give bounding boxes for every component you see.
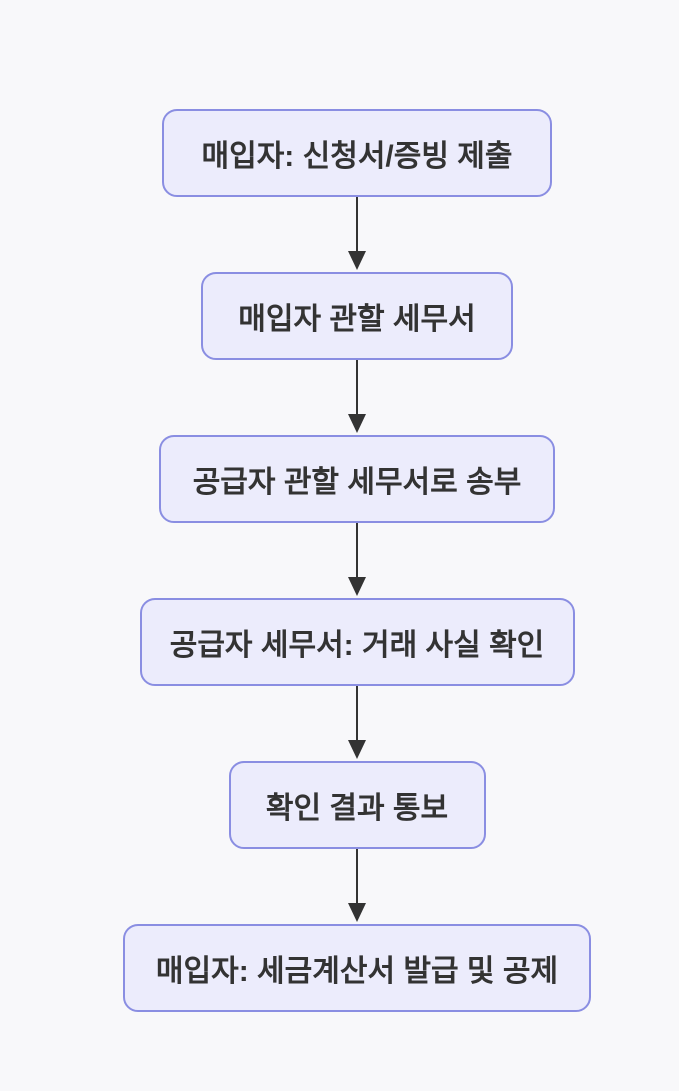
flow-node-buyer-tax-office: 매입자 관할 세무서 <box>201 272 513 360</box>
arrow-shaft <box>355 686 359 741</box>
flow-node-label: 공급자 관할 세무서로 송부 <box>192 466 522 499</box>
flow-arrow-down <box>345 686 369 761</box>
flow-node-label: 매입자: 신청서/증빙 제출 <box>201 140 513 173</box>
flow-node-label: 공급자 세무서: 거래 사실 확인 <box>169 629 545 662</box>
flow-arrow-down <box>345 523 369 598</box>
flow-node-label: 매입자 관할 세무서 <box>238 303 476 336</box>
flow-node-label: 매입자: 세금계산서 발급 및 공제 <box>155 955 559 988</box>
arrow-head-icon <box>348 740 366 759</box>
arrow-shaft <box>355 849 359 904</box>
flow-node-result-notification: 확인 결과 통보 <box>228 761 486 849</box>
flow-arrow-down <box>345 197 369 272</box>
arrow-head-icon <box>348 577 366 596</box>
flow-node-buyer-submission: 매입자: 신청서/증빙 제출 <box>162 109 552 197</box>
flow-node-invoice-issuance: 매입자: 세금계산서 발급 및 공제 <box>123 924 591 1012</box>
arrow-shaft <box>355 523 359 578</box>
flow-node-forward-supplier-office: 공급자 관할 세무서로 송부 <box>159 435 555 523</box>
arrow-shaft <box>355 197 359 252</box>
flow-node-supplier-verification: 공급자 세무서: 거래 사실 확인 <box>139 598 575 686</box>
flow-arrow-down <box>345 849 369 924</box>
arrow-shaft <box>355 360 359 415</box>
arrow-head-icon <box>348 251 366 270</box>
flow-arrow-down <box>345 360 369 435</box>
arrow-head-icon <box>348 414 366 433</box>
arrow-head-icon <box>348 903 366 922</box>
flow-node-label: 확인 결과 통보 <box>265 792 449 825</box>
